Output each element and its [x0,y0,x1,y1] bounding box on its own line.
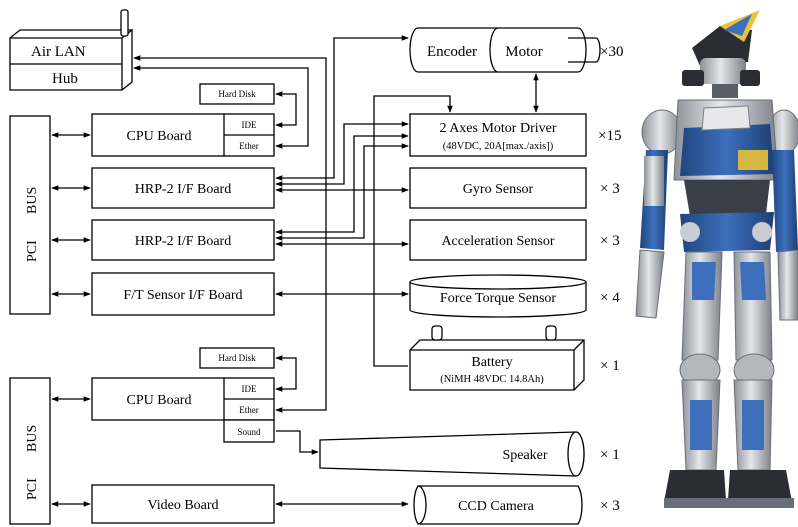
battery-spec: (NiMH 48VDC 14.8Ah) [440,374,544,385]
video-board: Video Board [91,484,275,524]
air-lan-hub: Air LAN Hub [9,9,133,91]
motor-driver: 2 Axes Motor Driver (48VDC, 20A[max./axi… [409,113,621,157]
ccd-camera-label: CCD Camera [458,499,535,514]
pci-bus-2-label-2: BUS [25,425,40,452]
air-lan-label: Air LAN [31,44,86,60]
cpu-board-1: CPU Board IDE Ether [91,113,275,157]
battery-title: Battery [471,355,512,370]
cpu-2-ether-port: Ether [239,405,259,415]
cpu-board-1-label: CPU Board [127,129,192,144]
hrp2-board-1-label: HRP-2 I/F Board [135,182,231,197]
gyro-count: × 3 [600,181,620,197]
hard-disk-2-label: Hard Disk [218,353,256,363]
hrp2-board-2-label: HRP-2 I/F Board [135,234,231,249]
speaker-count: × 1 [600,447,620,463]
force-torque-sensor: Force Torque Sensor × 4 [409,274,620,318]
ft-sensor-board: F/T Sensor I/F Board [91,272,275,316]
accel-label: Acceleration Sensor [441,234,554,249]
accel-count: × 3 [600,233,620,249]
cpu-1-ide-port: IDE [242,120,257,130]
motor-count: ×30 [600,44,623,60]
gyro-label: Gyro Sensor [463,182,534,197]
pci-bus-2: PCI BUS [9,377,51,525]
driver-count: ×15 [598,128,621,144]
cpu-board-2: CPU Board IDE Ether Sound [91,377,275,443]
connections [51,35,539,507]
speaker: Speaker × 1 [319,431,620,477]
encoder-label: Encoder [427,44,477,60]
video-board-label: Video Board [147,498,218,513]
pci-bus-1-label-2: BUS [25,187,40,214]
gyro-sensor: Gyro Sensor × 3 [409,167,620,209]
encoder-motor: Encoder Motor ×30 [409,27,623,73]
hrp2-robot-image [635,10,798,508]
cpu-board-2-label: CPU Board [127,393,192,408]
hard-disk-1: Hard Disk [199,83,275,105]
hrp2-board-1: HRP-2 I/F Board [91,167,275,209]
force-torque-count: × 4 [600,290,620,306]
pci-bus-2-label: PCI [25,478,40,500]
camera-count: × 3 [600,498,620,514]
cpu-1-ether-port: Ether [239,141,259,151]
acceleration-sensor: Acceleration Sensor × 3 [409,219,620,261]
hub-label: Hub [52,71,78,87]
ft-sensor-board-label: F/T Sensor I/F Board [123,288,242,303]
motor-driver-title: 2 Axes Motor Driver [439,121,556,136]
motor-label: Motor [505,44,543,60]
speaker-label: Speaker [502,448,547,463]
cpu-2-ide-port: IDE [242,384,257,394]
hard-disk-1-label: Hard Disk [218,89,256,99]
hard-disk-2: Hard Disk [199,347,275,369]
hrp2-board-2: HRP-2 I/F Board [91,219,275,261]
force-torque-label: Force Torque Sensor [440,291,557,306]
pci-bus-1: PCI BUS [9,115,51,315]
battery: Battery (NiMH 48VDC 14.8Ah) × 1 [409,325,620,391]
ccd-camera: CCD Camera × 3 [413,485,620,525]
pci-bus-1-label: PCI [25,240,40,262]
motor-driver-spec: (48VDC, 20A[max./axis]) [443,141,554,152]
cpu-2-sound-port: Sound [237,427,261,437]
battery-count: × 1 [600,358,620,374]
